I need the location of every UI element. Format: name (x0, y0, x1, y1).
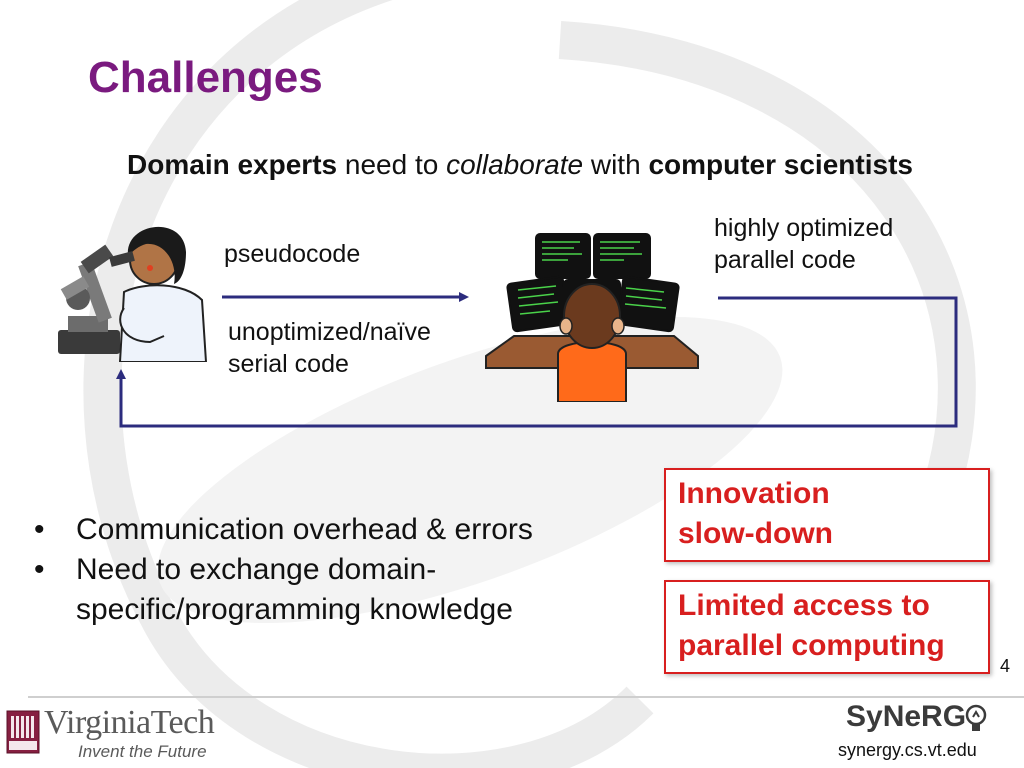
bullet-text-line-2: specific/programming knowledge (76, 593, 513, 626)
label-optimized-line-1: highly optimized (714, 214, 894, 242)
bullet-list: • Communication overhead & errors • Need… (34, 510, 654, 630)
callout-limited-access: Limited access to parallel computing (664, 580, 990, 674)
callout-line-2: slow-down (678, 517, 833, 550)
bullet-text: Communication overhead & errors (76, 513, 533, 546)
slide-title: Challenges (88, 53, 323, 102)
bullet-dot-icon: • (34, 553, 45, 586)
footer-divider (28, 696, 1024, 698)
subtitle-computer-scientists: computer scientists (648, 149, 913, 180)
lab-logo-text: SyNeRG (846, 700, 967, 733)
subtitle-connector-1: need to (337, 149, 447, 180)
bullet-text-line-1: Need to exchange domain- (76, 553, 437, 586)
bullet-item: • Need to exchange domain- specific/prog… (34, 550, 654, 630)
bullet-item: • Communication overhead & errors (34, 510, 654, 550)
slide-number: 4 (999, 656, 1010, 676)
university-shield-icon (6, 710, 40, 754)
subtitle-domain-experts: Domain experts (127, 149, 338, 180)
university-tagline: Invent the Future (78, 742, 207, 761)
bullet-dot-icon: • (34, 513, 45, 546)
scientist-microscope-icon (58, 226, 208, 362)
lightbulb-icon (965, 704, 987, 731)
label-unoptimized-line-2: serial code (228, 350, 349, 378)
label-unoptimized-line-1: unoptimized/naïve (228, 318, 431, 346)
slide-subtitle: Domain experts need to collaborate with … (0, 146, 1024, 184)
callout-line-1: Innovation (678, 477, 830, 510)
callout-line-1: Limited access to (678, 589, 930, 622)
label-optimized-code: highly optimized parallel code (714, 212, 893, 276)
label-pseudocode: pseudocode (224, 240, 361, 268)
callout-innovation-slowdown: Innovation slow-down (664, 468, 990, 562)
arrow-back-to-scientist (116, 296, 958, 428)
subtitle-connector-2: with (583, 149, 649, 180)
label-optimized-line-2: parallel code (714, 246, 856, 274)
subtitle-collaborate: collaborate (446, 149, 584, 180)
callout-line-2: parallel computing (678, 629, 945, 662)
label-unoptimized-code: unoptimized/naïve serial code (228, 316, 431, 380)
programmer-monitors-icon (485, 233, 699, 402)
lab-url: synergy.cs.vt.edu (838, 740, 977, 760)
bullet-text: Need to exchange domain- specific/progra… (76, 550, 513, 630)
university-name: VirginiaTech (44, 704, 215, 741)
